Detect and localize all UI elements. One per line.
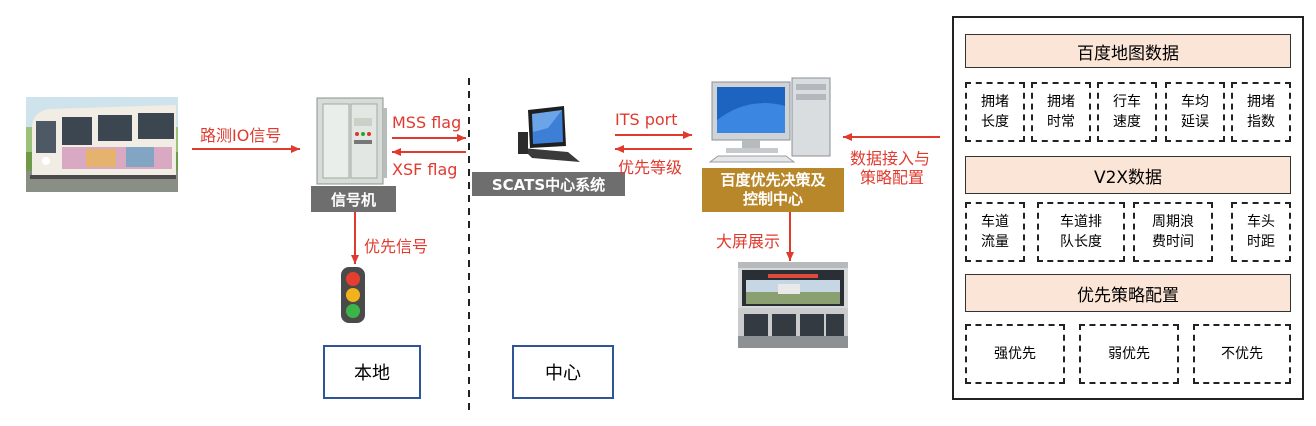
data-panel: 百度地图数据 拥堵长度 拥堵时常 行车速度 车均延误 拥堵指数 V2X数据 车道… xyxy=(952,16,1304,400)
v2x-cell-lane-flow: 车道流量 xyxy=(965,202,1025,262)
its-port-label: ITS port xyxy=(615,110,678,129)
map-cell-driving-speed: 行车速度 xyxy=(1097,82,1157,142)
v2x-cell-headway: 车头时距 xyxy=(1231,202,1291,262)
cell-line: 时常 xyxy=(1047,114,1075,130)
v2x-cell-queue-length: 车道排队长度 xyxy=(1037,202,1125,262)
scats-tag: SCATS中心系统 xyxy=(472,172,625,196)
signal-machine-tag: 信号机 xyxy=(311,186,396,212)
map-cell-congestion-index: 拥堵指数 xyxy=(1231,82,1291,142)
traffic-light-icon xyxy=(338,266,368,324)
signal-cabinet-icon xyxy=(313,96,389,188)
strategy-no-priority: 不优先 xyxy=(1193,324,1291,384)
control-room-photo xyxy=(738,262,848,348)
xsf-flag-label: XSF flag xyxy=(392,160,458,179)
cell-line: 队长度 xyxy=(1060,234,1102,250)
cell-line: 长度 xyxy=(981,114,1009,130)
v2x-cell-cycle-waste: 周期浪费时间 xyxy=(1133,202,1213,262)
cell-line: 流量 xyxy=(981,234,1009,250)
baidu-control-center-tag: 百度优先决策及 控制中心 xyxy=(702,168,844,212)
center-zone-label: 中心 xyxy=(512,345,614,399)
cell-line: 车道 xyxy=(981,214,1009,230)
cell-line: 拥堵 xyxy=(1247,94,1275,110)
map-cell-congestion-time: 拥堵时常 xyxy=(1031,82,1091,142)
map-cell-average-delay: 车均延误 xyxy=(1165,82,1225,142)
priority-signal-label: 优先信号 xyxy=(364,237,429,256)
road-io-signal-label: 路测IO信号 xyxy=(200,126,282,145)
desktop-computer-icon xyxy=(708,76,836,164)
baidu-center-line1: 百度优先决策及 xyxy=(720,171,826,189)
big-screen-label: 大屏展示 xyxy=(716,232,781,251)
v2x-data-header: V2X数据 xyxy=(965,156,1291,194)
priority-strategy-header: 优先策略配置 xyxy=(965,274,1291,312)
baidu-map-data-header: 百度地图数据 xyxy=(965,34,1291,68)
cell-line: 车道排 xyxy=(1060,214,1102,230)
strategy-weak-priority: 弱优先 xyxy=(1079,324,1179,384)
tram-photo xyxy=(26,97,178,192)
cell-line: 行车 xyxy=(1113,94,1141,110)
cell-line: 速度 xyxy=(1113,114,1141,130)
computer-icon xyxy=(518,104,582,164)
cell-line: 费时间 xyxy=(1152,234,1194,250)
cell-line: 拥堵 xyxy=(1047,94,1075,110)
cell-line: 时距 xyxy=(1247,234,1275,250)
map-cell-congestion-length: 拥堵长度 xyxy=(965,82,1025,142)
cell-line: 延误 xyxy=(1181,114,1209,130)
cell-line: 指数 xyxy=(1247,114,1275,130)
cell-line: 车头 xyxy=(1247,214,1275,230)
priority-level-label: 优先等级 xyxy=(618,158,683,177)
local-zone-label: 本地 xyxy=(323,345,421,399)
cell-line: 拥堵 xyxy=(981,94,1009,110)
cell-line: 周期浪 xyxy=(1152,214,1194,230)
cell-line: 车均 xyxy=(1181,94,1209,110)
data-access-label-line1: 数据接入与 xyxy=(850,149,931,168)
strategy-strong-priority: 强优先 xyxy=(965,324,1065,384)
mss-flag-label: MSS flag xyxy=(392,113,462,132)
data-access-label-line2: 策略配置 xyxy=(860,168,925,187)
baidu-center-line2: 控制中心 xyxy=(742,190,803,208)
